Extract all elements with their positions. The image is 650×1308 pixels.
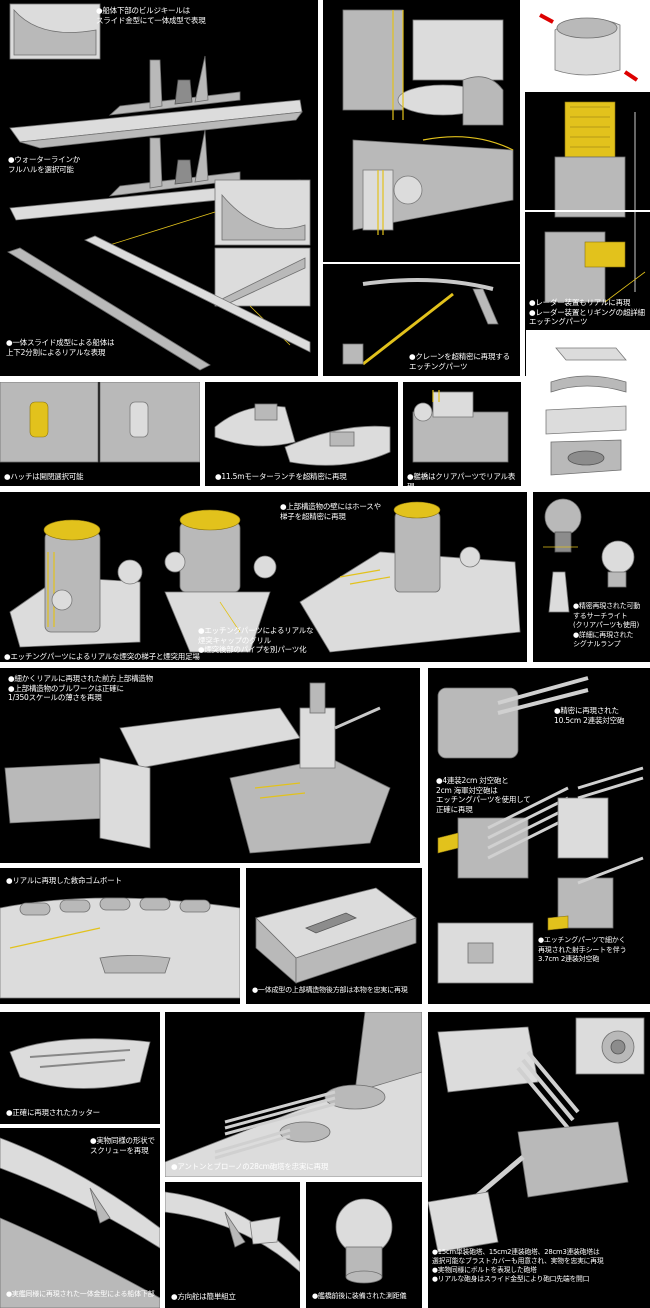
caption-turrets-28: ●アントンとブローノの28cm砲塔を忠実に再現 bbox=[171, 1162, 329, 1171]
aft-superstructure-illustration bbox=[255, 887, 417, 984]
caption-screw: ●実物同様の形状で スクリューを再現 bbox=[90, 1136, 155, 1155]
caption-bilge-keel: ●船体下部のビルジキールは スライド金型にて一体成型で表現 bbox=[96, 6, 206, 25]
crane-illustration bbox=[342, 278, 499, 366]
ship-fullhull bbox=[9, 55, 303, 149]
caption-rangefinder: ●艦橋前後に装備された測距儀 bbox=[312, 1292, 407, 1300]
caption-hatch: ●ハッチは開閉選択可能 bbox=[4, 472, 84, 481]
panel-turrets-28: ●アントンとブローノの28cm砲塔を忠実に再現 bbox=[165, 1012, 422, 1177]
panel-rangefinder: ●艦橋前後に装備された測距儀 bbox=[306, 1182, 422, 1308]
caption-guns: ●15cm単装砲塔、15cm2連装砲塔、28cm3連装砲塔は 選択可能なブラスト… bbox=[432, 1248, 604, 1283]
panel-radar: ●レーダー装置もリアルに再現 ●レーダー装置とリギングの超詳細 エッチングパーツ bbox=[525, 92, 650, 376]
caption-radar: ●レーダー装置もリアルに再現 ●レーダー装置とリギングの超詳細 エッチングパーツ bbox=[529, 298, 645, 326]
searchlight-illustration bbox=[543, 498, 635, 613]
bridge-illustration bbox=[412, 390, 509, 463]
rangefinder-illustration bbox=[335, 1198, 393, 1284]
deck-detail-illustration bbox=[342, 9, 514, 235]
panel-aa-guns: ●精密に再現された 10.5cm 2連装対空砲 ●4連装2cm 対空砲と 2cm… bbox=[428, 668, 650, 1004]
panel-aft-superstructure: ●一体成型の上部構造物後方部は本物を忠実に再現 bbox=[246, 868, 422, 1004]
hull-half-upper bbox=[84, 235, 311, 353]
radar-illustration bbox=[525, 101, 650, 303]
panel-guns: ●15cm単装砲塔、15cm2連装砲塔、28cm3連装砲塔は 選択可能なブラスト… bbox=[428, 1012, 650, 1308]
panel-funnel: ●エッチングパーツによるリアルな煙突の梯子と煙突用足場 ●エッチングパーツによる… bbox=[0, 492, 527, 662]
panel-hatch: ●ハッチは開閉選択可能 bbox=[0, 382, 200, 486]
cutter-illustration bbox=[9, 1038, 151, 1089]
forward-superstructure-illustration bbox=[4, 682, 391, 854]
panel-bridge-parts bbox=[526, 330, 650, 486]
panel-rubber-boat: ●リアルに再現した救命ゴムボート bbox=[0, 868, 240, 1004]
aa-guns-illustration bbox=[437, 676, 644, 984]
panel-rudder: ●方向舵は簡単組立 bbox=[165, 1182, 300, 1308]
hatch-illustration bbox=[0, 382, 200, 463]
caption-aa-2cm: ●4連装2cm 対空砲と 2cm 海軍対空砲は エッチングパーツを使用して 正確… bbox=[436, 776, 531, 814]
caption-aa-105: ●精密に再現された 10.5cm 2連装対空砲 bbox=[554, 706, 625, 725]
caption-aft-superstructure: ●一体成型の上部構造物後方部は本物を忠実に再現 bbox=[252, 986, 408, 994]
caption-launch: ●11.5mモーターランチを超精密に再現 bbox=[215, 472, 347, 481]
caption-crane: ●クレーンを超精密に再現する エッチングパーツ bbox=[409, 352, 510, 371]
caption-waterline: ●ウォーターラインか フルハルを選択可能 bbox=[8, 155, 81, 174]
panel-launch: ●11.5mモーターランチを超精密に再現 bbox=[205, 382, 398, 486]
lower-hull-illustration bbox=[0, 1137, 160, 1308]
panel-crane: ●クレーンを超精密に再現する エッチングパーツ bbox=[323, 264, 520, 376]
caption-superstructure-wall: ●上部構造物の壁にはホースや 梯子を超精密に再現 bbox=[280, 502, 381, 521]
panel-cutter: ●正確に再現されたカッター bbox=[0, 1012, 160, 1124]
caption-lower-hull: ●実艦同様に再現された一体金型による船体下部 bbox=[6, 1290, 155, 1298]
caption-bridge: ●艦橋はクリアパーツでリアル表現 bbox=[407, 472, 516, 486]
aa-105-mount bbox=[437, 687, 519, 759]
caption-cutter: ●正確に再現されたカッター bbox=[6, 1108, 100, 1117]
turret-piece-illustration bbox=[539, 13, 639, 82]
panel-forward-superstructure: ●細かくリアルに再現された前方上部構造物 ●上部構造物のブルワークは正確に 1/… bbox=[0, 668, 420, 863]
hull-overview-illustration bbox=[7, 3, 311, 371]
caption-forward-superstructure: ●細かくリアルに再現された前方上部構造物 ●上部構造物のブルワークは正確に 1/… bbox=[8, 674, 153, 702]
guns-illustration bbox=[428, 1017, 645, 1253]
caption-hull-slide: ●一体スライド成型による船体は 上下2分割によるリアルな表現 bbox=[6, 338, 115, 357]
turrets-28-illustration bbox=[165, 1012, 422, 1177]
caption-aa-37: ●エッチングパーツで細かく 再現された射手シートを伴う 3.7cm 2連装対空砲 bbox=[538, 936, 627, 963]
panel-hull-overview: ●船体下部のビルジキールは スライド金型にて一体成型で表現 ●ウォーターラインか… bbox=[0, 0, 318, 376]
caption-rubber-boat: ●リアルに再現した救命ゴムボート bbox=[6, 876, 122, 885]
caption-funnel-ladder: ●エッチングパーツによるリアルな煙突の梯子と煙突用足場 bbox=[4, 652, 200, 661]
rubber-boat-illustration bbox=[0, 897, 240, 999]
panel-bridge: ●艦橋はクリアパーツでリアル表現 bbox=[403, 382, 521, 486]
rudder-illustration bbox=[165, 1191, 300, 1273]
bridge-parts-illustration bbox=[545, 347, 627, 476]
hull-half-lower bbox=[7, 247, 211, 371]
launch-illustration bbox=[214, 403, 391, 466]
caption-rudder: ●方向舵は簡単組立 bbox=[171, 1292, 236, 1301]
panel-searchlight: ●精密再現された可動 するサーチライト (クリアパーツも使用) ●詳細に再現され… bbox=[533, 492, 650, 662]
panel-deck-detail bbox=[323, 0, 520, 262]
panel-turret-piece bbox=[525, 0, 650, 90]
funnel-illustration bbox=[9, 501, 521, 653]
caption-funnel-cap: ●エッチングパーツによるリアルな 煙突キャップのグリル ●煙突後部のパイプを別パ… bbox=[198, 626, 314, 654]
panel-lower-hull: ●実物同様の形状で スクリューを再現 ●実艦同様に再現された一体金型による船体下… bbox=[0, 1128, 160, 1308]
caption-searchlight: ●精密再現された可動 するサーチライト (クリアパーツも使用) ●詳細に再現され… bbox=[573, 602, 641, 648]
